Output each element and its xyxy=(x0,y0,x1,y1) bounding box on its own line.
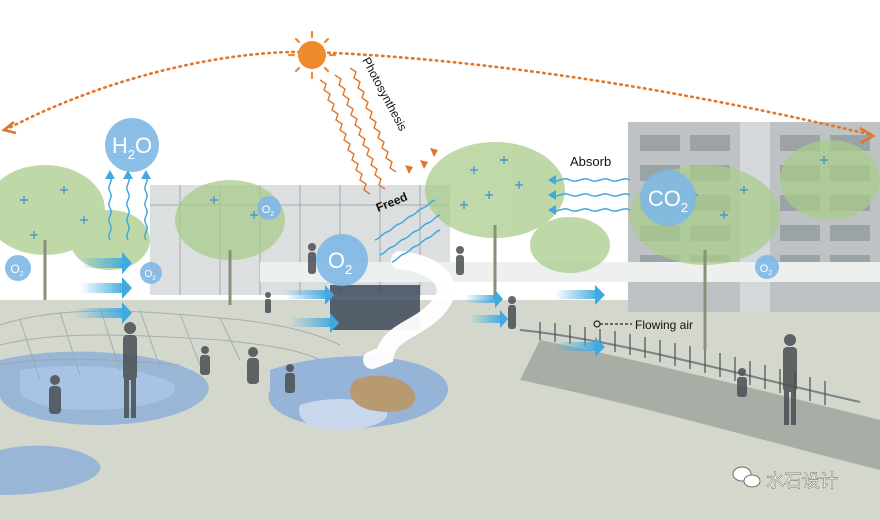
watermark-text: 水石设计 xyxy=(766,471,838,491)
wechat-watermark: 水石设计 xyxy=(732,466,838,491)
flowing-air-leader xyxy=(593,320,632,328)
flowing-air-label: Flowing air xyxy=(635,318,693,332)
svg-text:O2: O2 xyxy=(760,263,773,277)
o2-molecule-bubble-large: O2 xyxy=(316,234,368,286)
o2-molecule-bubble-small: O2 xyxy=(755,255,779,279)
sun-arc-arrowhead-left xyxy=(1,120,17,135)
people-silhouettes xyxy=(49,243,797,425)
o2-molecule-bubble-small: O2 xyxy=(140,262,162,284)
rope-net-structure xyxy=(0,307,341,381)
svg-text:H2O: H2O xyxy=(112,133,152,162)
wechat-icon xyxy=(732,466,761,488)
sun-arc-arrowhead-right xyxy=(859,126,876,145)
photosynthesis-ray-arrowheads xyxy=(405,148,438,174)
absorb-air-arrows xyxy=(549,178,631,212)
walkway xyxy=(520,340,880,470)
o2-molecule-bubble-small: O2 xyxy=(257,196,281,220)
tree-trunks xyxy=(43,225,707,350)
svg-text:O2: O2 xyxy=(262,204,275,218)
sand-pit xyxy=(350,375,416,412)
svg-text:O2: O2 xyxy=(328,248,352,277)
svg-text:O2: O2 xyxy=(144,269,156,282)
tube-slide xyxy=(363,251,455,369)
photosynthesis-label: Photosynthesis xyxy=(359,55,410,133)
vapor-rising-arrows xyxy=(108,175,148,241)
svg-text:CO2: CO2 xyxy=(648,186,688,215)
absorb-arrowheads xyxy=(548,175,556,215)
o2-molecule-bubble-small: O2 xyxy=(5,255,31,281)
co2-molecule-bubble: CO2 xyxy=(640,170,696,226)
photosynthesis-rays xyxy=(319,67,397,195)
absorb-label: Absorb xyxy=(570,154,611,169)
flowing-air-arrows xyxy=(75,252,605,357)
sun-icon xyxy=(287,30,337,80)
vapor-arrowheads xyxy=(105,170,151,179)
freed-air-arrows xyxy=(374,199,441,263)
sun-path-arc xyxy=(3,50,874,137)
h2o-molecule-bubble: H2O xyxy=(105,118,159,172)
svg-text:O2: O2 xyxy=(10,262,23,278)
